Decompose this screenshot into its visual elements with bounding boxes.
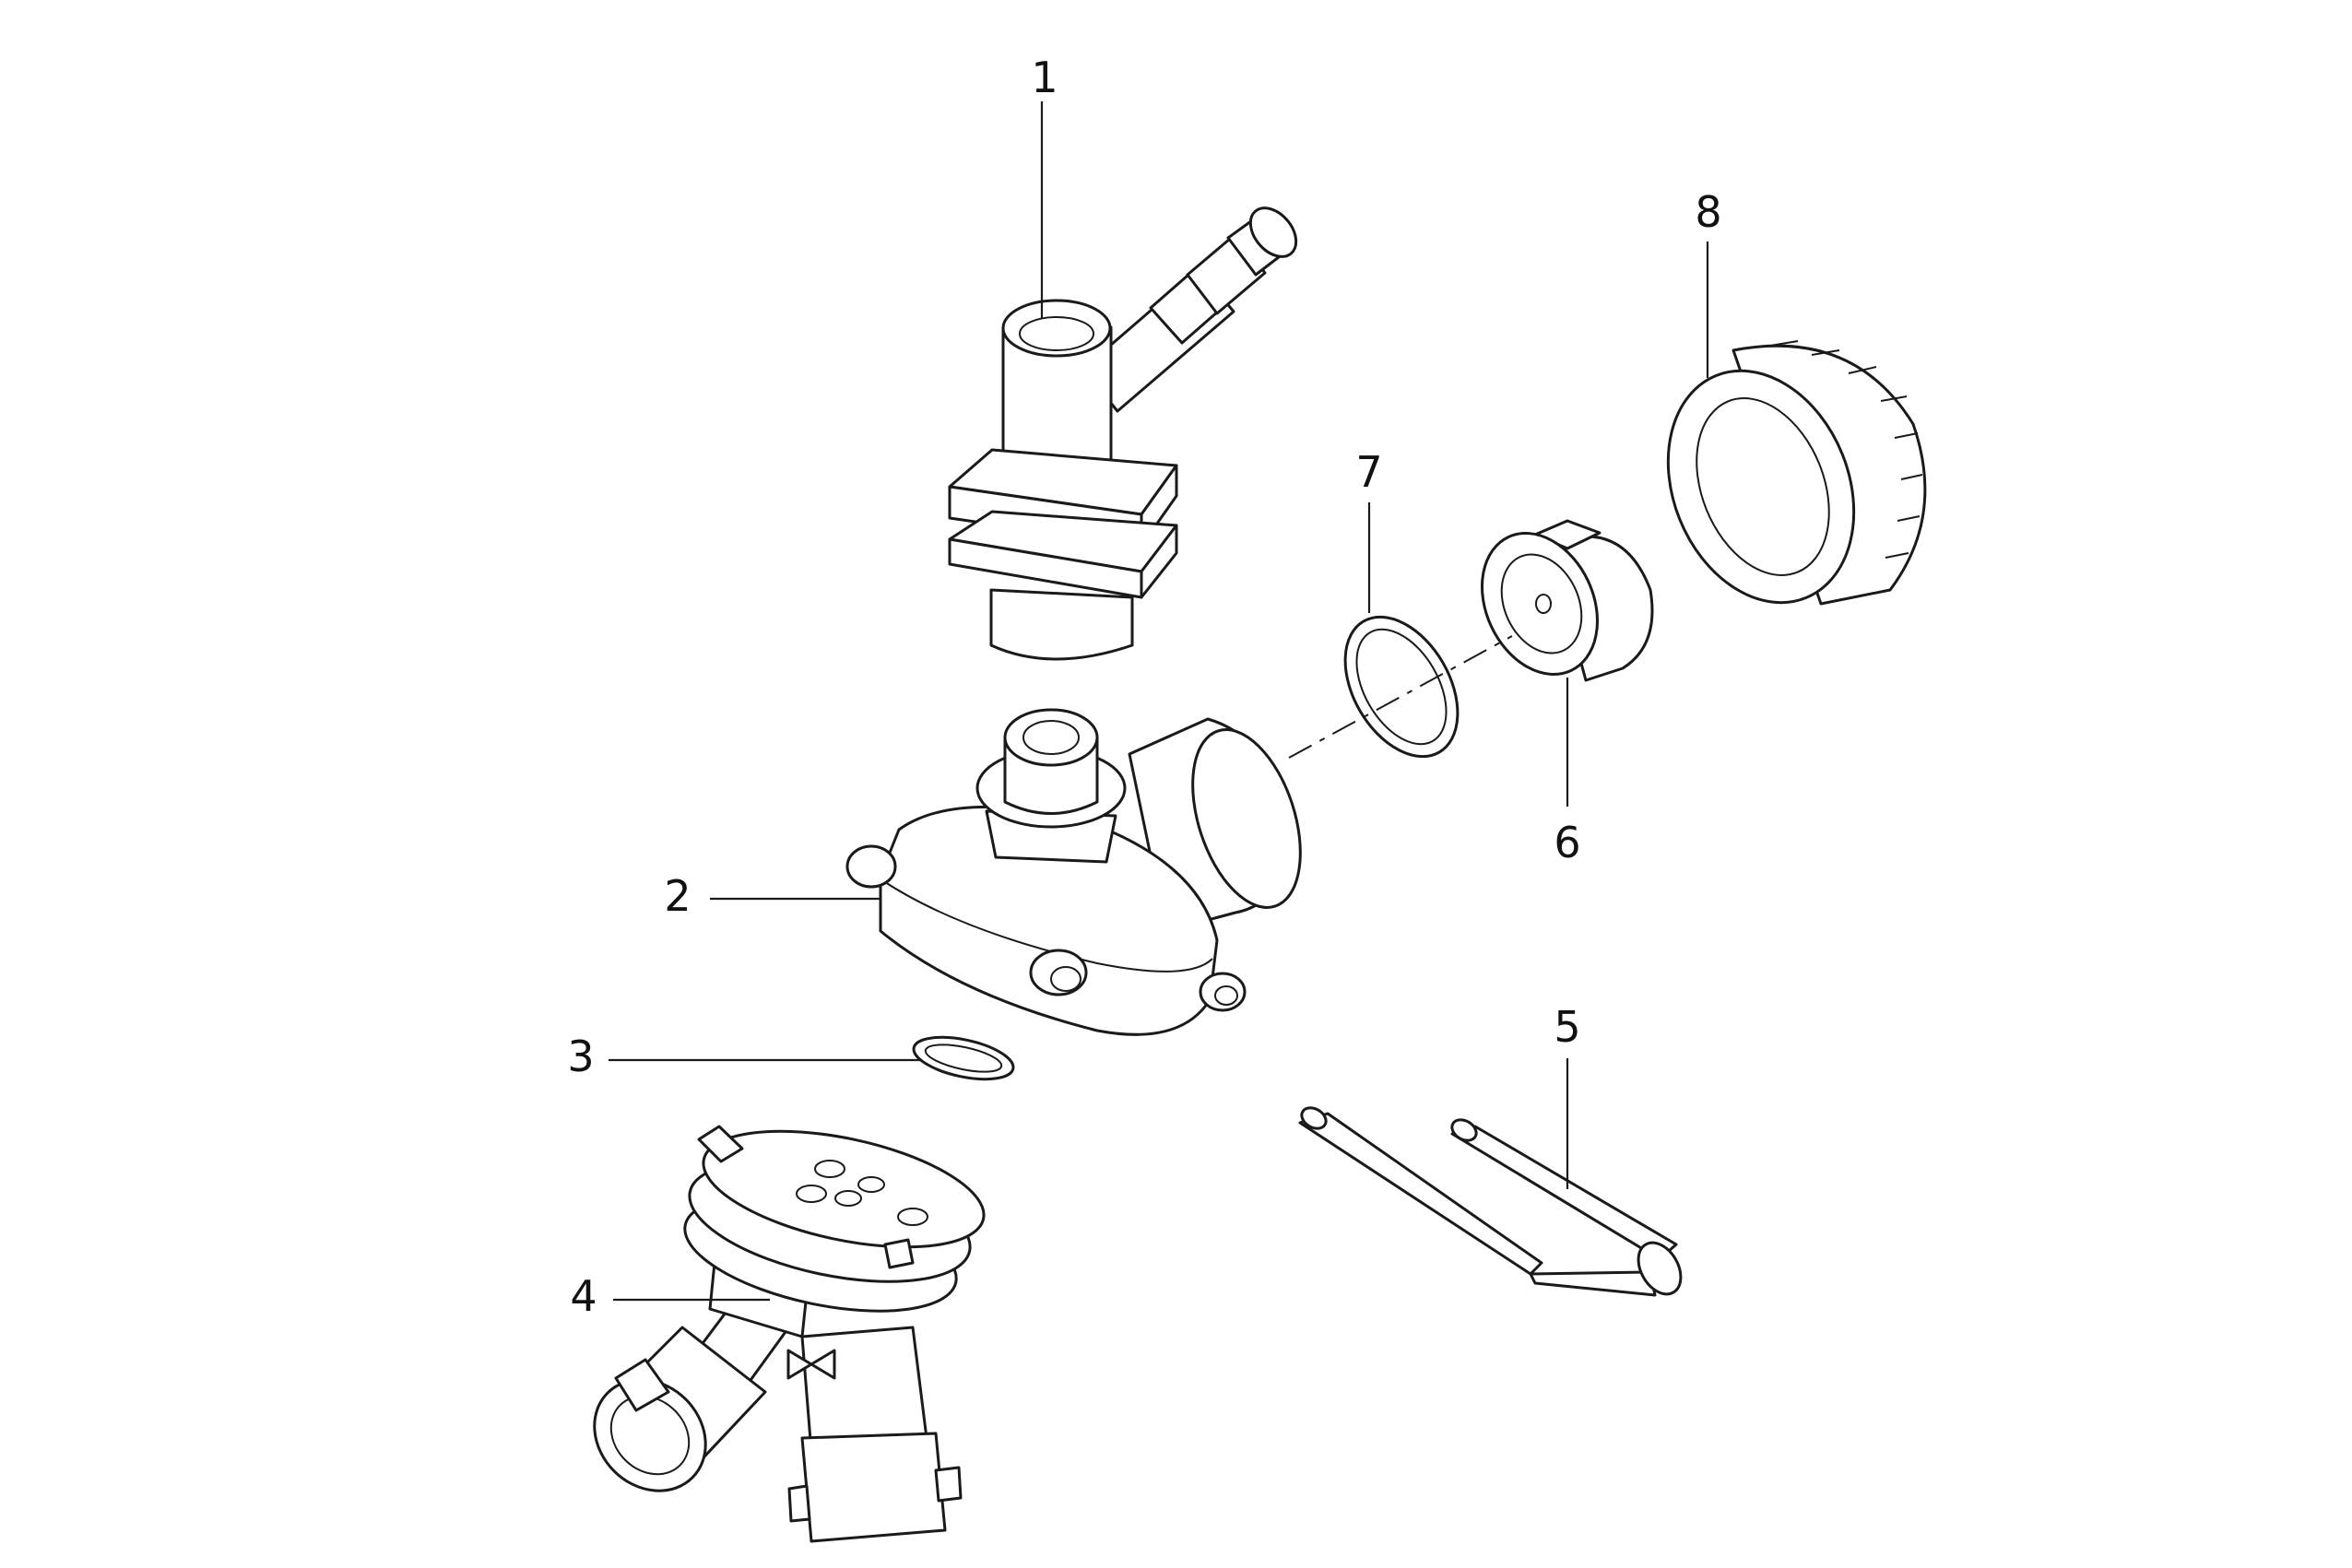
callout-1: 1	[1031, 53, 1058, 102]
part-4-coupler-head	[593, 1125, 986, 1543]
part-1-top	[1001, 299, 1112, 358]
callout-labels: 1 2 3 4 5 6 7 8	[567, 53, 1721, 1321]
callout-7: 7	[1355, 447, 1382, 497]
assembly-axis	[1288, 635, 1513, 759]
part-2-front-port	[1029, 949, 1088, 996]
part-4-tab-left	[697, 1125, 744, 1163]
callout-4: 4	[570, 1271, 597, 1321]
part-1-lower-nut	[948, 510, 1178, 599]
part-2-right-port	[1199, 972, 1247, 1012]
part-3-small-o-ring	[912, 1035, 1015, 1081]
callout-3: 3	[567, 1032, 594, 1081]
part-4-top-plate	[702, 1129, 986, 1249]
callout-2: 2	[664, 871, 691, 921]
part-8-coupling-nut	[1666, 340, 1927, 606]
part-2-left-knob	[845, 844, 897, 889]
part-7-o-ring	[1343, 615, 1460, 759]
part-4-left-outlet	[593, 1270, 804, 1492]
callout-6: 6	[1554, 818, 1580, 867]
callout-5: 5	[1554, 1002, 1580, 1052]
part-6-check-valve	[1481, 519, 1654, 682]
part-4-wing-mark	[786, 1349, 836, 1380]
part-1-shank	[989, 588, 1134, 661]
part-2-valve-body	[845, 708, 1302, 1036]
part-4-tab-right	[883, 1238, 915, 1269]
part-1-elbow-fitting	[948, 206, 1298, 661]
callout-8: 8	[1695, 187, 1721, 237]
leader-lines	[609, 101, 1709, 1302]
part-4-right-outlet	[787, 1326, 963, 1543]
part-5-spring-clip	[1298, 1106, 1683, 1297]
part-1-barb	[1081, 206, 1298, 413]
